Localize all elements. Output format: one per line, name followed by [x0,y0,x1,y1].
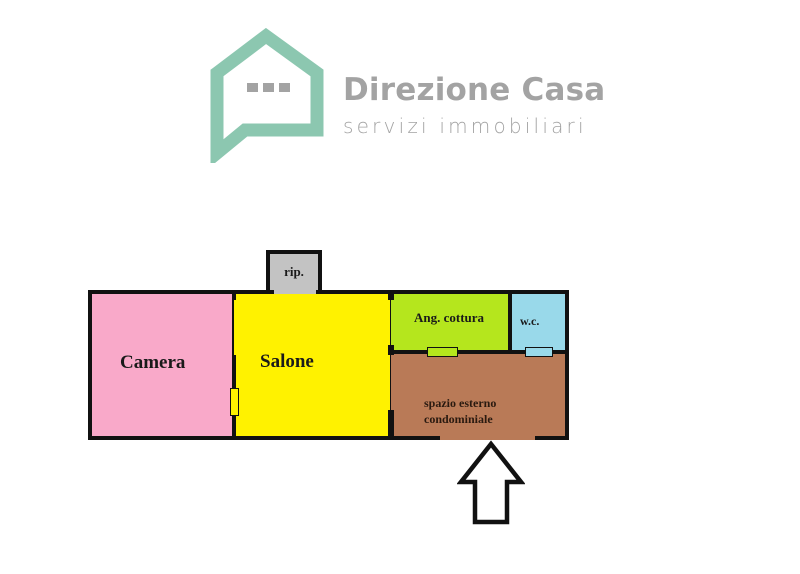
arrow-up-icon [457,440,525,525]
door-icon [525,347,553,357]
opening [391,355,394,410]
room-wc: w.c. [508,290,569,352]
room-label-angolo-cottura: Ang. cottura [414,310,485,325]
room-spazio-esterno: spazio esterno condominiale [390,350,569,440]
room-camera: Camera [88,290,236,440]
logo-title: Direzione Casa [343,72,606,108]
label-line-1: spazio esterno [424,396,497,410]
house-speech-bubble-icon [210,28,324,163]
door-icon [427,347,458,357]
room-label-wc: w.c. [520,314,540,328]
label-line-2: condominiale [424,412,493,426]
wall [388,345,393,355]
room-label-salone: Salone [260,351,314,372]
room-label-ripostiglio: rip. [284,264,304,279]
opening [391,300,394,345]
room-salone: Salone [234,290,392,440]
opening [274,290,316,294]
room-ripostiglio: rip. [266,250,322,292]
wall [388,290,393,300]
door-icon [230,388,239,416]
logo-subtitle: servizi immobiliari [343,114,587,138]
wall [388,410,393,440]
room-label-spazio-esterno: spazio esterno condominiale [424,395,496,427]
room-angolo-cottura: Ang. cottura [390,290,512,352]
entrance-opening [440,436,535,440]
room-label-camera: Camera [120,352,186,373]
wall [232,290,236,300]
